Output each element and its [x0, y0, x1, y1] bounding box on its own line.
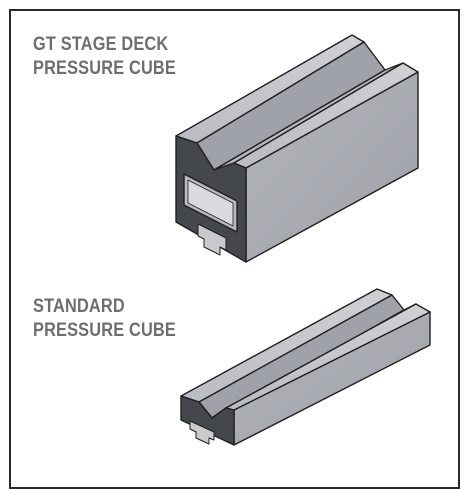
- gt-front-hollow-inner: [187, 179, 234, 227]
- standard-bottom-slot: [189, 420, 215, 445]
- gt-title-line-2: PRESSURE CUBE: [33, 58, 176, 79]
- gt-stage-deck-pressure-cube-image: [175, 34, 419, 263]
- standard-title-line-2: PRESSURE CUBE: [33, 320, 176, 341]
- pressure-cube-renderings: [175, 34, 431, 446]
- standard-pressure-cube-title: STANDARD PRESSURE CUBE: [33, 295, 176, 343]
- gt-bottom-slot: [197, 223, 227, 256]
- standard-title-line-1: STANDARD: [33, 296, 125, 317]
- gt-stage-deck-pressure-cube-title: GT STAGE DECK PRESSURE CUBE: [33, 33, 176, 81]
- standard-pressure-cube-image: [180, 288, 431, 446]
- gt-title-line-1: GT STAGE DECK: [33, 34, 169, 55]
